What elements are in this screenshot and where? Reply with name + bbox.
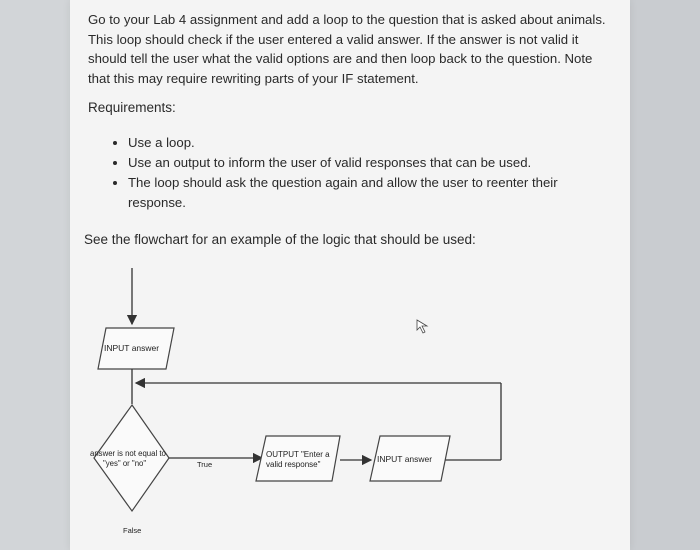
true-label: True xyxy=(197,460,212,469)
flowchart: INPUT answer answer is not equal to "yes… xyxy=(90,268,502,535)
output-box-label-line-1: OUTPUT "Enter a xyxy=(266,450,330,459)
left-background xyxy=(0,0,70,550)
input-box-2-label: INPUT answer xyxy=(377,454,432,464)
intro-paragraph: Go to your Lab 4 assignment and add a lo… xyxy=(88,12,606,86)
input-box-1-label: INPUT answer xyxy=(104,343,159,353)
requirements-list: Use a loop. Use an output to inform the … xyxy=(110,133,618,213)
output-box xyxy=(255,435,341,482)
input-box-1 xyxy=(97,327,175,370)
requirements-heading: Requirements: xyxy=(88,100,176,115)
flowchart-note: See the flowchart for an example of the … xyxy=(84,232,476,247)
requirement-item: Use a loop. xyxy=(128,133,618,153)
requirement-item: The loop should ask the question again a… xyxy=(128,173,618,213)
decision-label-line-2: "yes" or "no" xyxy=(103,459,146,468)
assignment-page: Go to your Lab 4 assignment and add a lo… xyxy=(70,0,630,550)
requirement-item: Use an output to inform the user of vali… xyxy=(128,153,618,173)
cursor-icon xyxy=(416,319,429,334)
decision-diamond xyxy=(93,403,170,513)
output-box-label-line-2: valid response" xyxy=(266,460,321,469)
input-box-2 xyxy=(369,435,451,482)
decision-label-line-1: answer is not equal to xyxy=(90,449,167,458)
false-label: False xyxy=(123,526,141,535)
right-background xyxy=(630,0,700,550)
